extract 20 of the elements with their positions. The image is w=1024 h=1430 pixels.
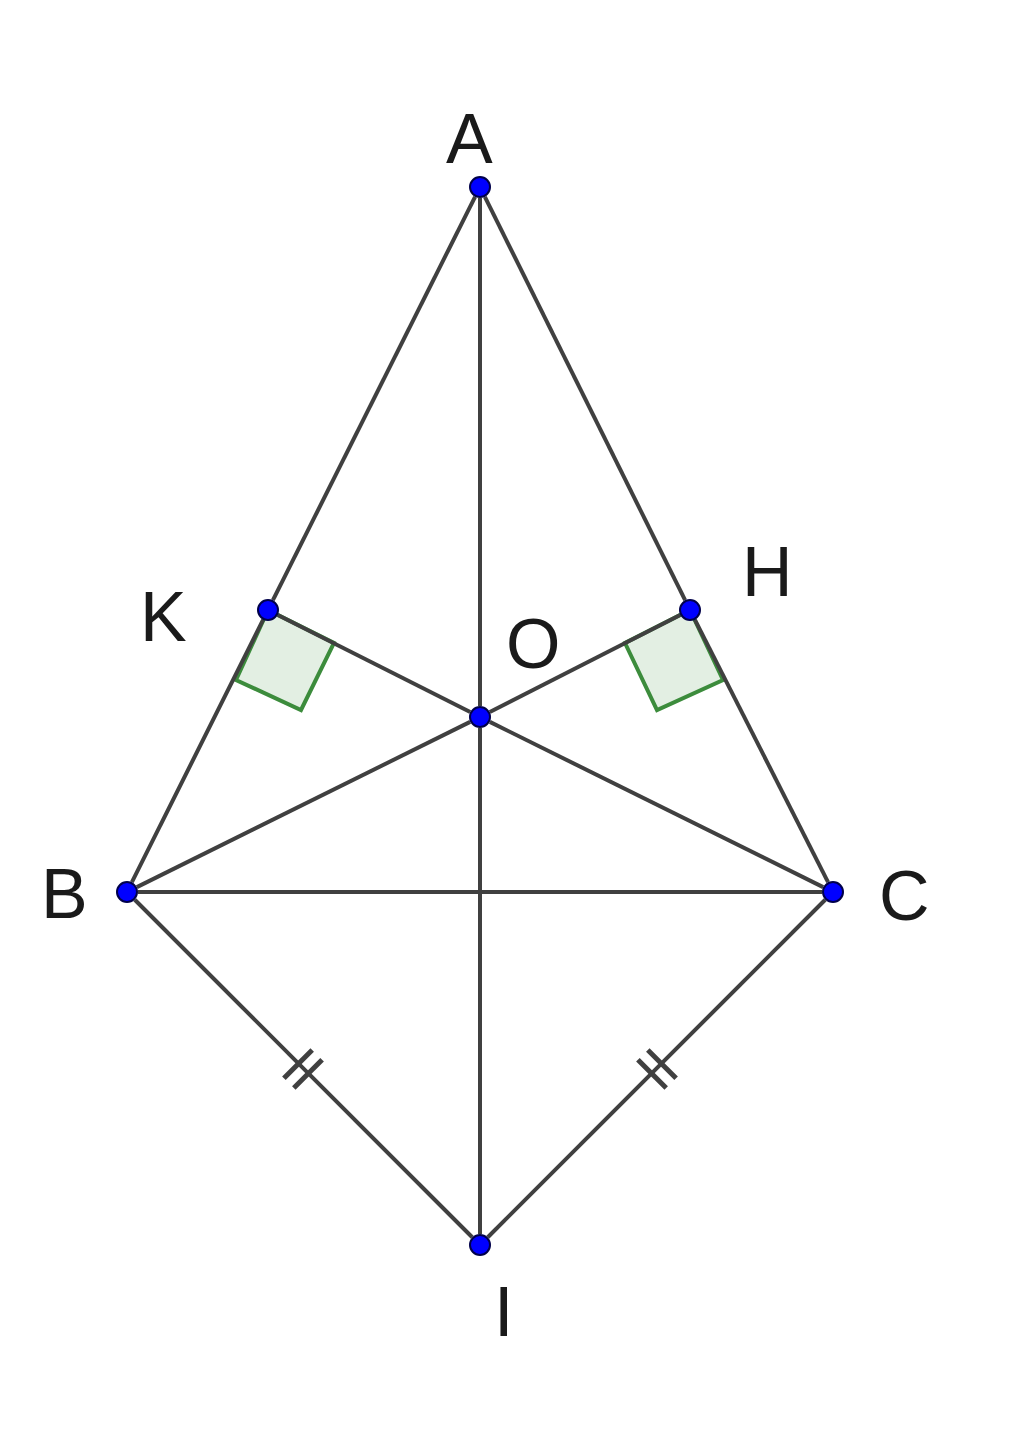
line-segment bbox=[130, 618, 265, 884]
line-segment bbox=[488, 720, 825, 889]
point-label: A bbox=[446, 104, 493, 174]
line-segment bbox=[486, 898, 827, 1239]
point-label: H bbox=[742, 537, 793, 607]
point-label: K bbox=[140, 582, 187, 652]
point-label: O bbox=[506, 609, 561, 679]
line-segment bbox=[483, 195, 687, 602]
line-segment bbox=[271, 195, 477, 602]
line-segment bbox=[135, 720, 472, 889]
point-label: B bbox=[41, 859, 88, 929]
line-segment bbox=[488, 613, 682, 714]
point-label: C bbox=[879, 861, 930, 931]
line-segment bbox=[138, 890, 822, 894]
line-segment bbox=[276, 613, 472, 714]
line-segment bbox=[478, 198, 482, 706]
line-segment bbox=[133, 898, 474, 1239]
line-segment bbox=[693, 618, 830, 884]
point-label: I bbox=[494, 1277, 514, 1347]
line-segment bbox=[478, 728, 482, 1234]
